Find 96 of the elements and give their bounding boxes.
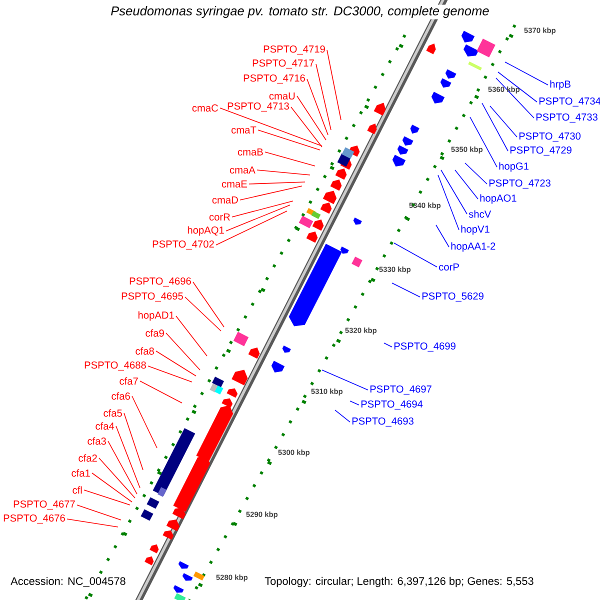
info-text: Accession: NC_004578 bbox=[9, 576, 128, 588]
gene-label: PSPTO_4688 bbox=[84, 361, 146, 371]
leader-line bbox=[316, 64, 332, 130]
gene-label: hopAO1 bbox=[480, 194, 516, 204]
leader-line bbox=[220, 108, 322, 146]
leader-line bbox=[470, 116, 498, 168]
leader-line bbox=[438, 174, 460, 230]
gene-label: PSPTO_4676 bbox=[4, 514, 65, 524]
leader-line bbox=[108, 440, 138, 494]
gene-label: PSPTO_4677 bbox=[14, 500, 75, 510]
gene-label: PSPTO_4713 bbox=[228, 102, 289, 112]
gene-label: PSPTO_4694 bbox=[361, 400, 423, 410]
gene-label: cmaE bbox=[222, 180, 247, 188]
leader-line bbox=[504, 62, 548, 86]
gene-label: cfa9 bbox=[146, 329, 164, 337]
leader-line bbox=[248, 182, 306, 184]
leader-line bbox=[156, 350, 196, 376]
leader-line bbox=[116, 426, 140, 488]
leader-line bbox=[166, 332, 200, 370]
leader-line bbox=[394, 242, 438, 268]
leader-line bbox=[490, 106, 518, 138]
leader-line bbox=[98, 458, 136, 498]
leader-line bbox=[322, 370, 368, 390]
gene-label: hopAD1 bbox=[138, 311, 174, 321]
leader-line bbox=[482, 102, 508, 152]
leader-line bbox=[334, 410, 350, 422]
gene-label: PSPTO_4695 bbox=[122, 292, 183, 302]
gene-label: hopG1 bbox=[499, 162, 529, 172]
gene-label: cfa2 bbox=[78, 454, 97, 462]
gene-label: PSPTO_4693 bbox=[352, 417, 414, 427]
gene-label: cfa1 bbox=[72, 469, 90, 477]
leader-line bbox=[92, 472, 132, 502]
gene-label: PSPTO_4717 bbox=[252, 59, 314, 69]
leader-line bbox=[264, 152, 316, 166]
gene-label: hopAQ1 bbox=[188, 226, 224, 236]
leader-line bbox=[436, 224, 450, 248]
gene-label: cfa7 bbox=[120, 377, 138, 385]
leader-line bbox=[256, 170, 310, 176]
leader-line bbox=[76, 504, 122, 520]
leader-line bbox=[216, 210, 288, 246]
gene-label: cfa3 bbox=[88, 437, 106, 445]
leader-line bbox=[140, 380, 182, 404]
leader-line bbox=[350, 400, 360, 406]
leader-line bbox=[464, 162, 488, 184]
gene-label: PSPTO_4730 bbox=[519, 132, 581, 142]
leader-line bbox=[290, 106, 322, 148]
gene-label: cmaA bbox=[230, 166, 256, 174]
gene-label: PSPTO_4702 bbox=[152, 240, 214, 250]
gene-label: cmaB bbox=[238, 148, 263, 156]
leader-line bbox=[232, 200, 294, 218]
gene-label: corR bbox=[209, 213, 230, 221]
leader-line bbox=[296, 96, 326, 140]
leader-line bbox=[496, 78, 534, 118]
gene-label: cfa8 bbox=[136, 347, 154, 355]
gene-label: hopAA1-2 bbox=[451, 242, 496, 252]
gene-label: PSPTO_4696 bbox=[130, 277, 191, 287]
gene-label: PSPTO_5629 bbox=[422, 292, 484, 302]
leader-line bbox=[240, 186, 302, 200]
leader-line bbox=[226, 204, 290, 232]
gene-label: PSPTO_4716 bbox=[244, 74, 305, 84]
leader-line bbox=[66, 518, 118, 528]
gene-label: cfa6 bbox=[112, 392, 130, 400]
leader-line bbox=[124, 412, 144, 470]
gene-label: cmaD bbox=[212, 196, 238, 204]
gene-label: cfa5 bbox=[104, 409, 122, 417]
gene-label: PSPTO_4719 bbox=[264, 45, 325, 55]
gene-label: cmaC bbox=[192, 104, 218, 112]
gene-label: cfa4 bbox=[96, 422, 114, 430]
leader-line bbox=[258, 130, 320, 150]
leader-line bbox=[326, 50, 342, 120]
gene-label: cmaU bbox=[269, 92, 295, 100]
leader-line bbox=[454, 170, 478, 200]
leader-line bbox=[176, 316, 208, 356]
gene-label: cmaT bbox=[232, 126, 256, 134]
title: Pseudomonas syringae pv. tomato str. DC3000, complete genome bbox=[109, 4, 491, 20]
leader-line bbox=[498, 72, 538, 102]
gene-label: PSPTO_4723 bbox=[489, 179, 550, 189]
gene-label: PSPTO_4699 bbox=[394, 342, 456, 352]
leader-line bbox=[306, 78, 328, 136]
leader-line bbox=[440, 170, 468, 214]
gene-label: hopV1 bbox=[461, 225, 490, 235]
leader-line bbox=[84, 490, 130, 506]
leader-line bbox=[148, 366, 192, 382]
leader-line bbox=[384, 342, 392, 348]
gene-label: PSPTO_4697 bbox=[370, 385, 432, 395]
gene-label: PSPTO_4733 bbox=[536, 113, 598, 123]
leader-line bbox=[192, 282, 224, 328]
gene-label: shcV bbox=[468, 210, 492, 218]
gene-label: PSPTO_4729 bbox=[510, 146, 572, 156]
gene-label: corP bbox=[439, 263, 459, 271]
info-text: Topology: circular; Length: 6,397,126 bp; Genes: 5,553 bbox=[263, 576, 536, 588]
leader-line bbox=[184, 296, 222, 332]
gene-label: hrpB bbox=[550, 80, 570, 90]
leader-line bbox=[132, 396, 158, 448]
gene-label: cfl bbox=[72, 486, 82, 494]
leader-line bbox=[392, 282, 420, 298]
